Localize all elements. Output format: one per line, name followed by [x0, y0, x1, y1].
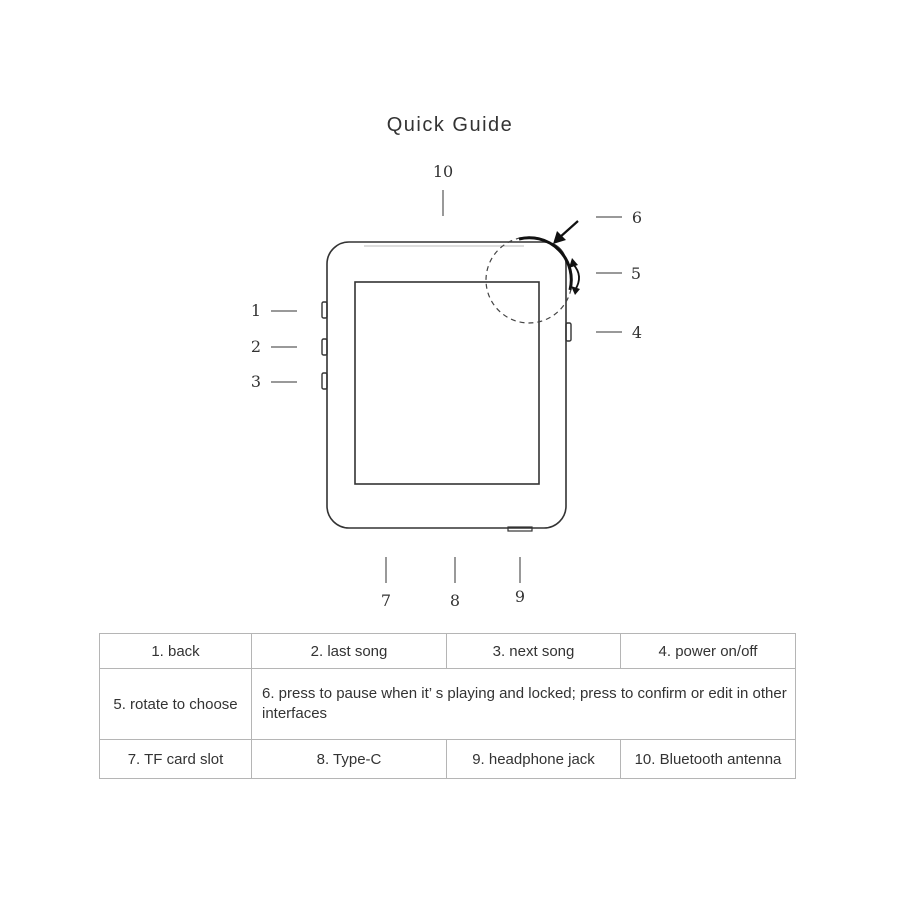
callout-5: 5	[631, 264, 641, 283]
callout-3: 3	[251, 372, 261, 391]
rotate-arrow	[572, 263, 580, 291]
callout-1: 1	[251, 301, 261, 320]
legend-next-song: 3. next song	[446, 633, 621, 669]
callout-7: 7	[381, 591, 391, 610]
legend-type-c: 8. Type-C	[251, 739, 447, 779]
rotate-arrowhead-top	[569, 258, 578, 268]
table-row: 1. back 2. last song 3. next song 4. pow…	[99, 633, 796, 669]
rotate-arrowhead-bottom	[571, 286, 580, 295]
press-arrow	[558, 220, 579, 239]
callout-2: 2	[251, 337, 261, 356]
legend-rotate: 5. rotate to choose	[99, 668, 252, 740]
legend-press: 6. press to pause when it’ s playing and…	[251, 668, 796, 740]
legend-headphone: 9. headphone jack	[446, 739, 621, 779]
legend-last-song: 2. last song	[251, 633, 447, 669]
device-screen	[354, 281, 540, 485]
callout-6: 6	[632, 208, 642, 227]
knob-arc	[518, 236, 573, 291]
power-button-shape	[565, 322, 572, 342]
callout-8: 8	[450, 591, 460, 610]
last-song-button-shape	[321, 338, 328, 356]
callout-4: 4	[632, 323, 642, 342]
legend-table: 1. back 2. last song 3. next song 4. pow…	[99, 633, 796, 779]
table-row: 5. rotate to choose 6. press to pause wh…	[99, 668, 796, 740]
back-button-shape	[321, 301, 328, 319]
press-arrowhead	[553, 231, 566, 244]
next-song-button-shape	[321, 372, 328, 390]
table-row: 7. TF card slot 8. Type-C 9. headphone j…	[99, 739, 796, 779]
callout-9: 9	[515, 587, 525, 606]
type-c-port-shape	[507, 526, 533, 532]
legend-bluetooth: 10. Bluetooth antenna	[620, 739, 796, 779]
device-body	[326, 241, 567, 529]
page-title: Quick Guide	[386, 114, 514, 136]
legend-tf-slot: 7. TF card slot	[99, 739, 252, 779]
legend-back: 1. back	[99, 633, 252, 669]
callout-10: 10	[433, 162, 453, 181]
legend-power: 4. power on/off	[620, 633, 796, 669]
